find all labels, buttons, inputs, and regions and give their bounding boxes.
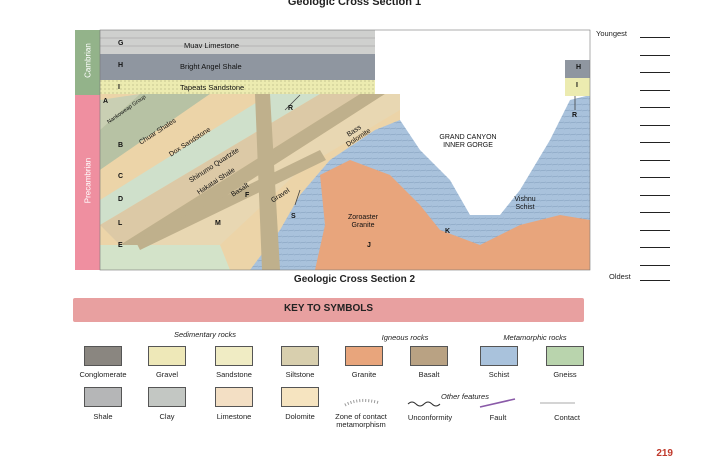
answer-blank[interactable] — [640, 280, 670, 281]
rock-letter-j: J — [367, 242, 371, 249]
swatch-conglomerate — [84, 346, 122, 366]
title-section-2: Geologic Cross Section 2 — [293, 274, 416, 285]
answer-blank[interactable] — [640, 177, 670, 178]
rock-letter-a: A — [103, 98, 109, 105]
swatch-limestone — [215, 387, 253, 407]
other-features-symbols — [344, 398, 575, 408]
rock-letter-r-right: R — [572, 112, 578, 119]
key-label-basalt: Basalt — [418, 370, 440, 379]
answer-blank[interactable] — [640, 55, 670, 56]
answer-blank[interactable] — [640, 230, 670, 231]
contact-metamorphism-symbol — [344, 398, 381, 407]
rock-letter-b: B — [118, 142, 124, 149]
key-label-shale: Shale — [93, 412, 113, 421]
answer-blank[interactable] — [640, 212, 670, 213]
swatch-gneiss — [546, 346, 584, 366]
cambrian-bar — [75, 30, 100, 95]
rock-letter-g: G — [118, 40, 124, 47]
label-muav: Muav Limestone — [184, 41, 240, 50]
rock-letter-m: M — [215, 220, 221, 227]
key-label-clay: Clay — [159, 412, 175, 421]
key-label-granite: Granite — [351, 370, 377, 379]
swatch-sandstone — [215, 346, 253, 366]
swatch-schist — [480, 346, 518, 366]
unconformity-symbol — [407, 401, 441, 407]
layer-muav — [100, 30, 375, 54]
key-label-contact-metamorphism: Zone of contact metamorphism — [335, 412, 387, 429]
rock-letter-i: I — [118, 84, 120, 91]
rock-letter-h-right: H — [576, 64, 582, 71]
layer-i-right — [565, 78, 590, 96]
answer-blank[interactable] — [640, 160, 670, 161]
label-vishnu: Vishnu Schist — [514, 196, 536, 211]
answer-blank[interactable] — [640, 90, 670, 91]
key-label-fault: Fault — [489, 413, 507, 422]
label-tapeats: Tapeats Sandstone — [180, 83, 245, 92]
zoroaster-granite — [315, 160, 590, 270]
age-oldest: Oldest — [609, 272, 631, 281]
layer-hakatai — [100, 94, 360, 245]
age-youngest: Youngest — [596, 29, 628, 38]
layer-e — [100, 245, 230, 270]
answer-blank[interactable] — [640, 265, 670, 266]
key-label-gravel: Gravel — [155, 370, 179, 379]
answer-blank[interactable] — [640, 195, 670, 196]
swatch-clay — [148, 387, 186, 407]
fault-symbol — [479, 398, 516, 408]
swatch-basalt — [410, 346, 448, 366]
answer-blank[interactable] — [640, 107, 670, 108]
key-label-unconformity: Unconformity — [407, 413, 453, 422]
precambrian-bar — [75, 95, 100, 270]
key-label-schist: Schist — [488, 370, 510, 379]
category-sedimentary: Sedimentary rocks — [173, 330, 237, 339]
swatch-siltstone — [281, 346, 319, 366]
sill-m — [135, 150, 326, 250]
key-label-contact: Contact — [554, 413, 580, 422]
answer-blank[interactable] — [640, 247, 670, 248]
rock-letter-s: S — [291, 213, 296, 220]
answer-blank[interactable] — [640, 142, 670, 143]
rock-letter-e: E — [118, 242, 123, 249]
title-section-1: Geologic Cross Section 1 — [287, 0, 422, 8]
page-number: 219 — [656, 448, 673, 459]
rock-letter-k: K — [445, 228, 451, 235]
category-other: Other features — [441, 392, 489, 401]
swatch-dolomite — [281, 387, 319, 407]
answer-blank[interactable] — [640, 72, 670, 73]
rock-letter-r: R — [288, 105, 294, 112]
rock-letter-h: H — [118, 62, 124, 69]
key-label-limestone: Limestone — [216, 412, 252, 421]
swatch-granite — [345, 346, 383, 366]
layer-bright-angel — [100, 54, 375, 80]
key-label-siltstone: Siltstone — [285, 370, 315, 379]
key-title-bar — [73, 298, 584, 322]
rock-letter-i-right: I — [576, 82, 578, 89]
key-label-dolomite: Dolomite — [285, 412, 315, 421]
label-inner-gorge: GRAND CANYON INNER GORGE — [439, 134, 497, 149]
answer-blank[interactable] — [640, 125, 670, 126]
key-label-sandstone: Sandstone — [216, 370, 252, 379]
answer-blank[interactable] — [640, 37, 670, 38]
rock-letter-l: L — [118, 220, 123, 227]
label-zoroaster: Zoroaster Granite — [348, 214, 378, 229]
key-title: KEY TO SYMBOLS — [283, 303, 374, 314]
key-label-conglomerate: Conglomerate — [79, 370, 127, 379]
rock-letter-d: D — [118, 196, 124, 203]
era-cambrian-label: Cambrian — [83, 43, 93, 78]
category-metamorphic: Metamorphic rocks — [503, 333, 567, 342]
era-precambrian-label: Precambrian — [83, 157, 93, 204]
swatch-gravel — [148, 346, 186, 366]
rock-letter-f: F — [245, 192, 250, 199]
rock-letter-c: C — [118, 173, 124, 180]
layer-basalt-sill — [120, 94, 385, 245]
swatch-shale — [84, 387, 122, 407]
key-label-gneiss: Gneiss — [553, 370, 577, 379]
category-igneous: Igneous rocks — [381, 333, 429, 342]
label-bright-angel: Bright Angel Shale — [180, 62, 242, 71]
layer-h-right — [565, 60, 590, 78]
